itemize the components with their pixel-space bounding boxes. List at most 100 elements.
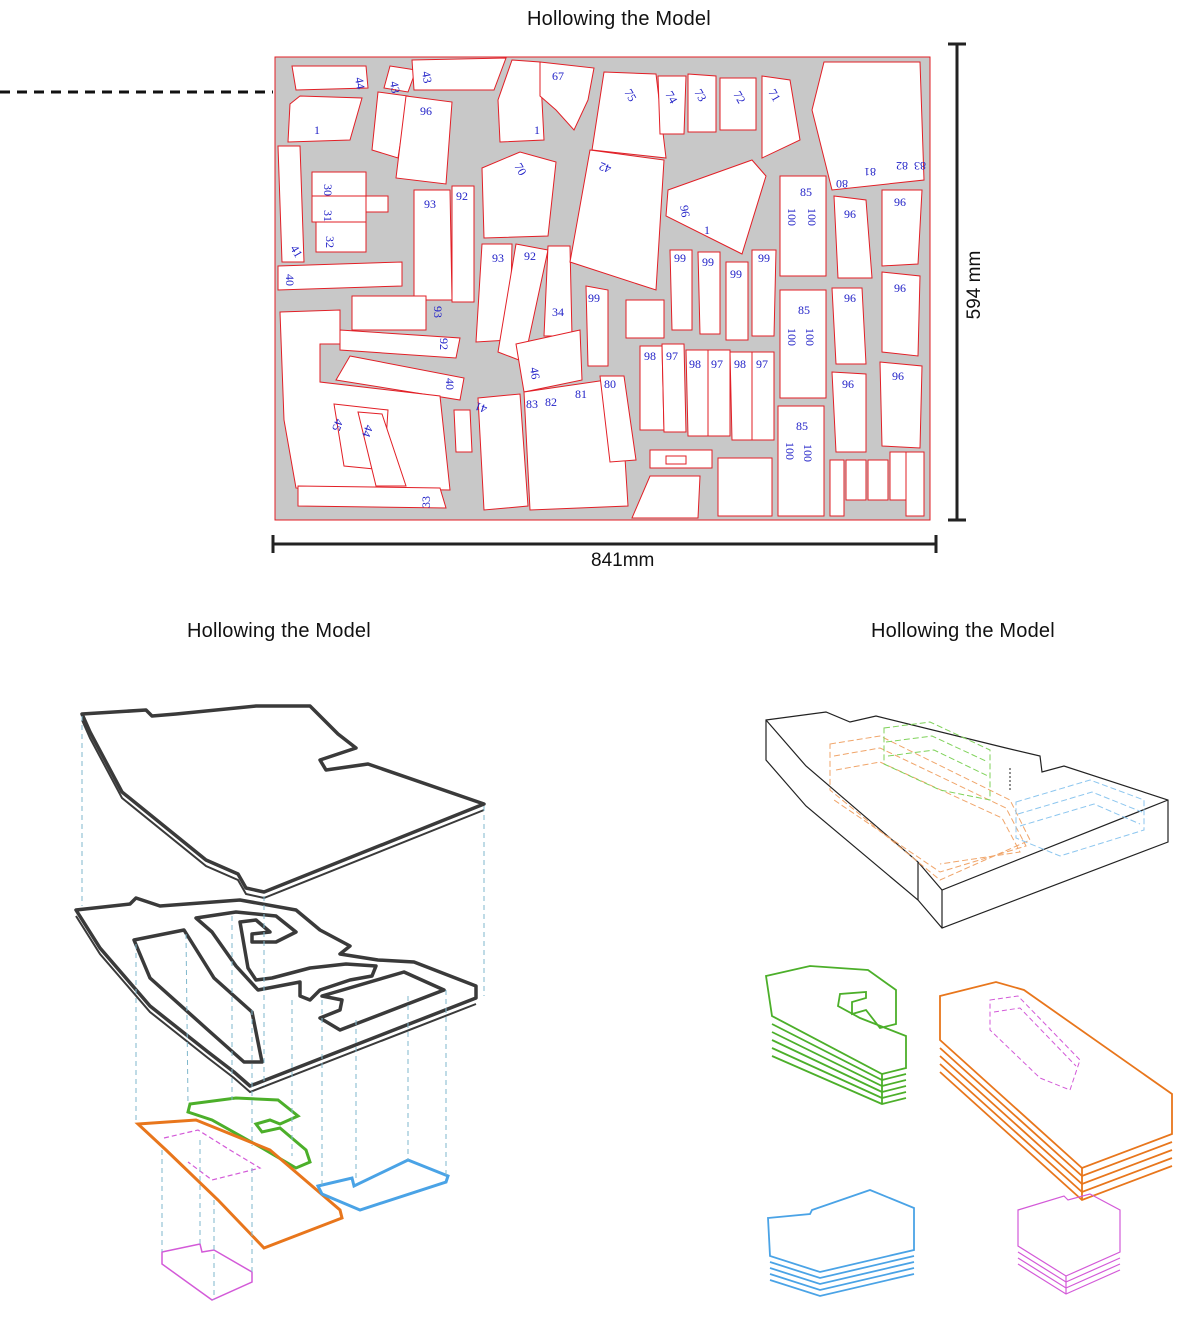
- sheet-part: [707, 349, 731, 437]
- green-hatch: [883, 721, 991, 801]
- sheet-part: [383, 65, 417, 93]
- sheet-part: [867, 459, 889, 501]
- top-title: Hollowing the Model: [527, 8, 711, 30]
- part-number: 40: [443, 378, 457, 390]
- part-number: 99: [674, 251, 686, 265]
- part-number: 44: [352, 76, 368, 90]
- part-number: 42: [597, 159, 613, 176]
- sheet-part: [297, 485, 447, 509]
- part-number: 43: [387, 80, 403, 94]
- sheet-part: [287, 95, 363, 143]
- part-number: 1: [534, 123, 540, 137]
- part-number: 96: [894, 195, 906, 209]
- sheet-part: [453, 409, 473, 453]
- sheet-part: [811, 61, 925, 191]
- part-number: 98: [644, 349, 656, 363]
- massing-diagram: [764, 711, 1173, 1297]
- sheet-part: [831, 371, 867, 453]
- part-number: 83: [526, 397, 538, 411]
- part-number: 93: [492, 251, 504, 265]
- part-number: 82: [545, 395, 557, 409]
- width-dimension-line: [271, 535, 938, 553]
- sheet-part: [277, 145, 305, 263]
- sheet-part: [311, 195, 367, 223]
- part-number: 92: [456, 189, 468, 203]
- sheet-part: [687, 73, 717, 133]
- floor-slab: [74, 896, 478, 1088]
- part-number: 99: [588, 291, 600, 305]
- sheet-part: [591, 71, 667, 159]
- part-number: 98: [734, 357, 746, 371]
- part-number: 40: [283, 274, 297, 286]
- part-number: 67: [552, 69, 564, 83]
- sheet-part: [779, 175, 827, 277]
- sheet-part: [497, 59, 545, 143]
- part-number: 34: [552, 305, 564, 319]
- part-number: 96: [844, 207, 856, 221]
- floor-void: [194, 910, 378, 1002]
- sheet-part: [905, 451, 925, 517]
- width-dimension-label: 841mm: [591, 550, 655, 571]
- floor-slab-edge: [75, 915, 477, 1094]
- part-number: 31: [321, 210, 335, 222]
- part-number: 41: [473, 399, 489, 416]
- part-number: 81: [864, 165, 876, 179]
- floor-void: [318, 970, 446, 1032]
- part-number: 44: [359, 423, 376, 439]
- part-number: 97: [666, 349, 678, 363]
- blue-stack: [767, 1189, 915, 1297]
- sheet-part: [523, 377, 629, 511]
- projection-guides: [81, 716, 485, 1300]
- sheet-part: [661, 343, 687, 433]
- sheet-part: [291, 65, 369, 91]
- sheet-part: [481, 151, 557, 239]
- part-number: 99: [702, 255, 714, 269]
- sheet-part: [351, 295, 427, 331]
- part-number: 1: [704, 223, 710, 237]
- sheet-part: [657, 75, 687, 135]
- roof-slab-edge: [81, 719, 485, 900]
- sheet-part: [631, 475, 701, 519]
- sheet-part: [357, 411, 407, 487]
- sheet-part: [845, 459, 867, 501]
- part-number: 85: [796, 419, 808, 433]
- part-number: 100: [785, 208, 799, 226]
- sheet-part: [585, 285, 609, 367]
- part-number: 99: [730, 267, 742, 281]
- part-number: 97: [756, 357, 768, 371]
- bottom-left-title: Hollowing the Model: [187, 620, 371, 642]
- sheet-part: [543, 245, 573, 337]
- sheet-part: [279, 309, 451, 491]
- part-number: 100: [803, 328, 817, 346]
- part-number: 96: [892, 369, 904, 383]
- roof-slab: [80, 704, 486, 894]
- sheet-part: [665, 455, 687, 465]
- part-number: 96: [677, 204, 693, 218]
- part-number: 80: [604, 377, 616, 391]
- green-stack: [764, 965, 907, 1105]
- part-number: 92: [524, 249, 536, 263]
- orange-layer: [134, 1118, 344, 1250]
- sheet-part: [831, 287, 867, 365]
- sheet-part: [515, 329, 583, 393]
- exploded-layers-diagram: [74, 704, 486, 1301]
- magenta-layer: [161, 1243, 253, 1301]
- massing-block: [765, 711, 1169, 929]
- sheet-part: [881, 271, 921, 357]
- green-layer: [186, 1096, 312, 1170]
- part-number: 1: [314, 123, 320, 137]
- part-number: 32: [323, 236, 337, 248]
- sheet-part: [879, 361, 923, 449]
- magenta-layer-dashed: [163, 1129, 262, 1181]
- floor-void: [132, 928, 264, 1064]
- sheet-part: [717, 457, 773, 517]
- sheet-part: [761, 75, 801, 159]
- part-number: 85: [800, 185, 812, 199]
- sheet-part: [751, 351, 775, 441]
- part-number: 93: [424, 197, 436, 211]
- blue-layer: [315, 1158, 450, 1212]
- part-number: 96: [842, 377, 854, 391]
- sheet-part: [599, 375, 637, 463]
- part-number: 98: [689, 357, 701, 371]
